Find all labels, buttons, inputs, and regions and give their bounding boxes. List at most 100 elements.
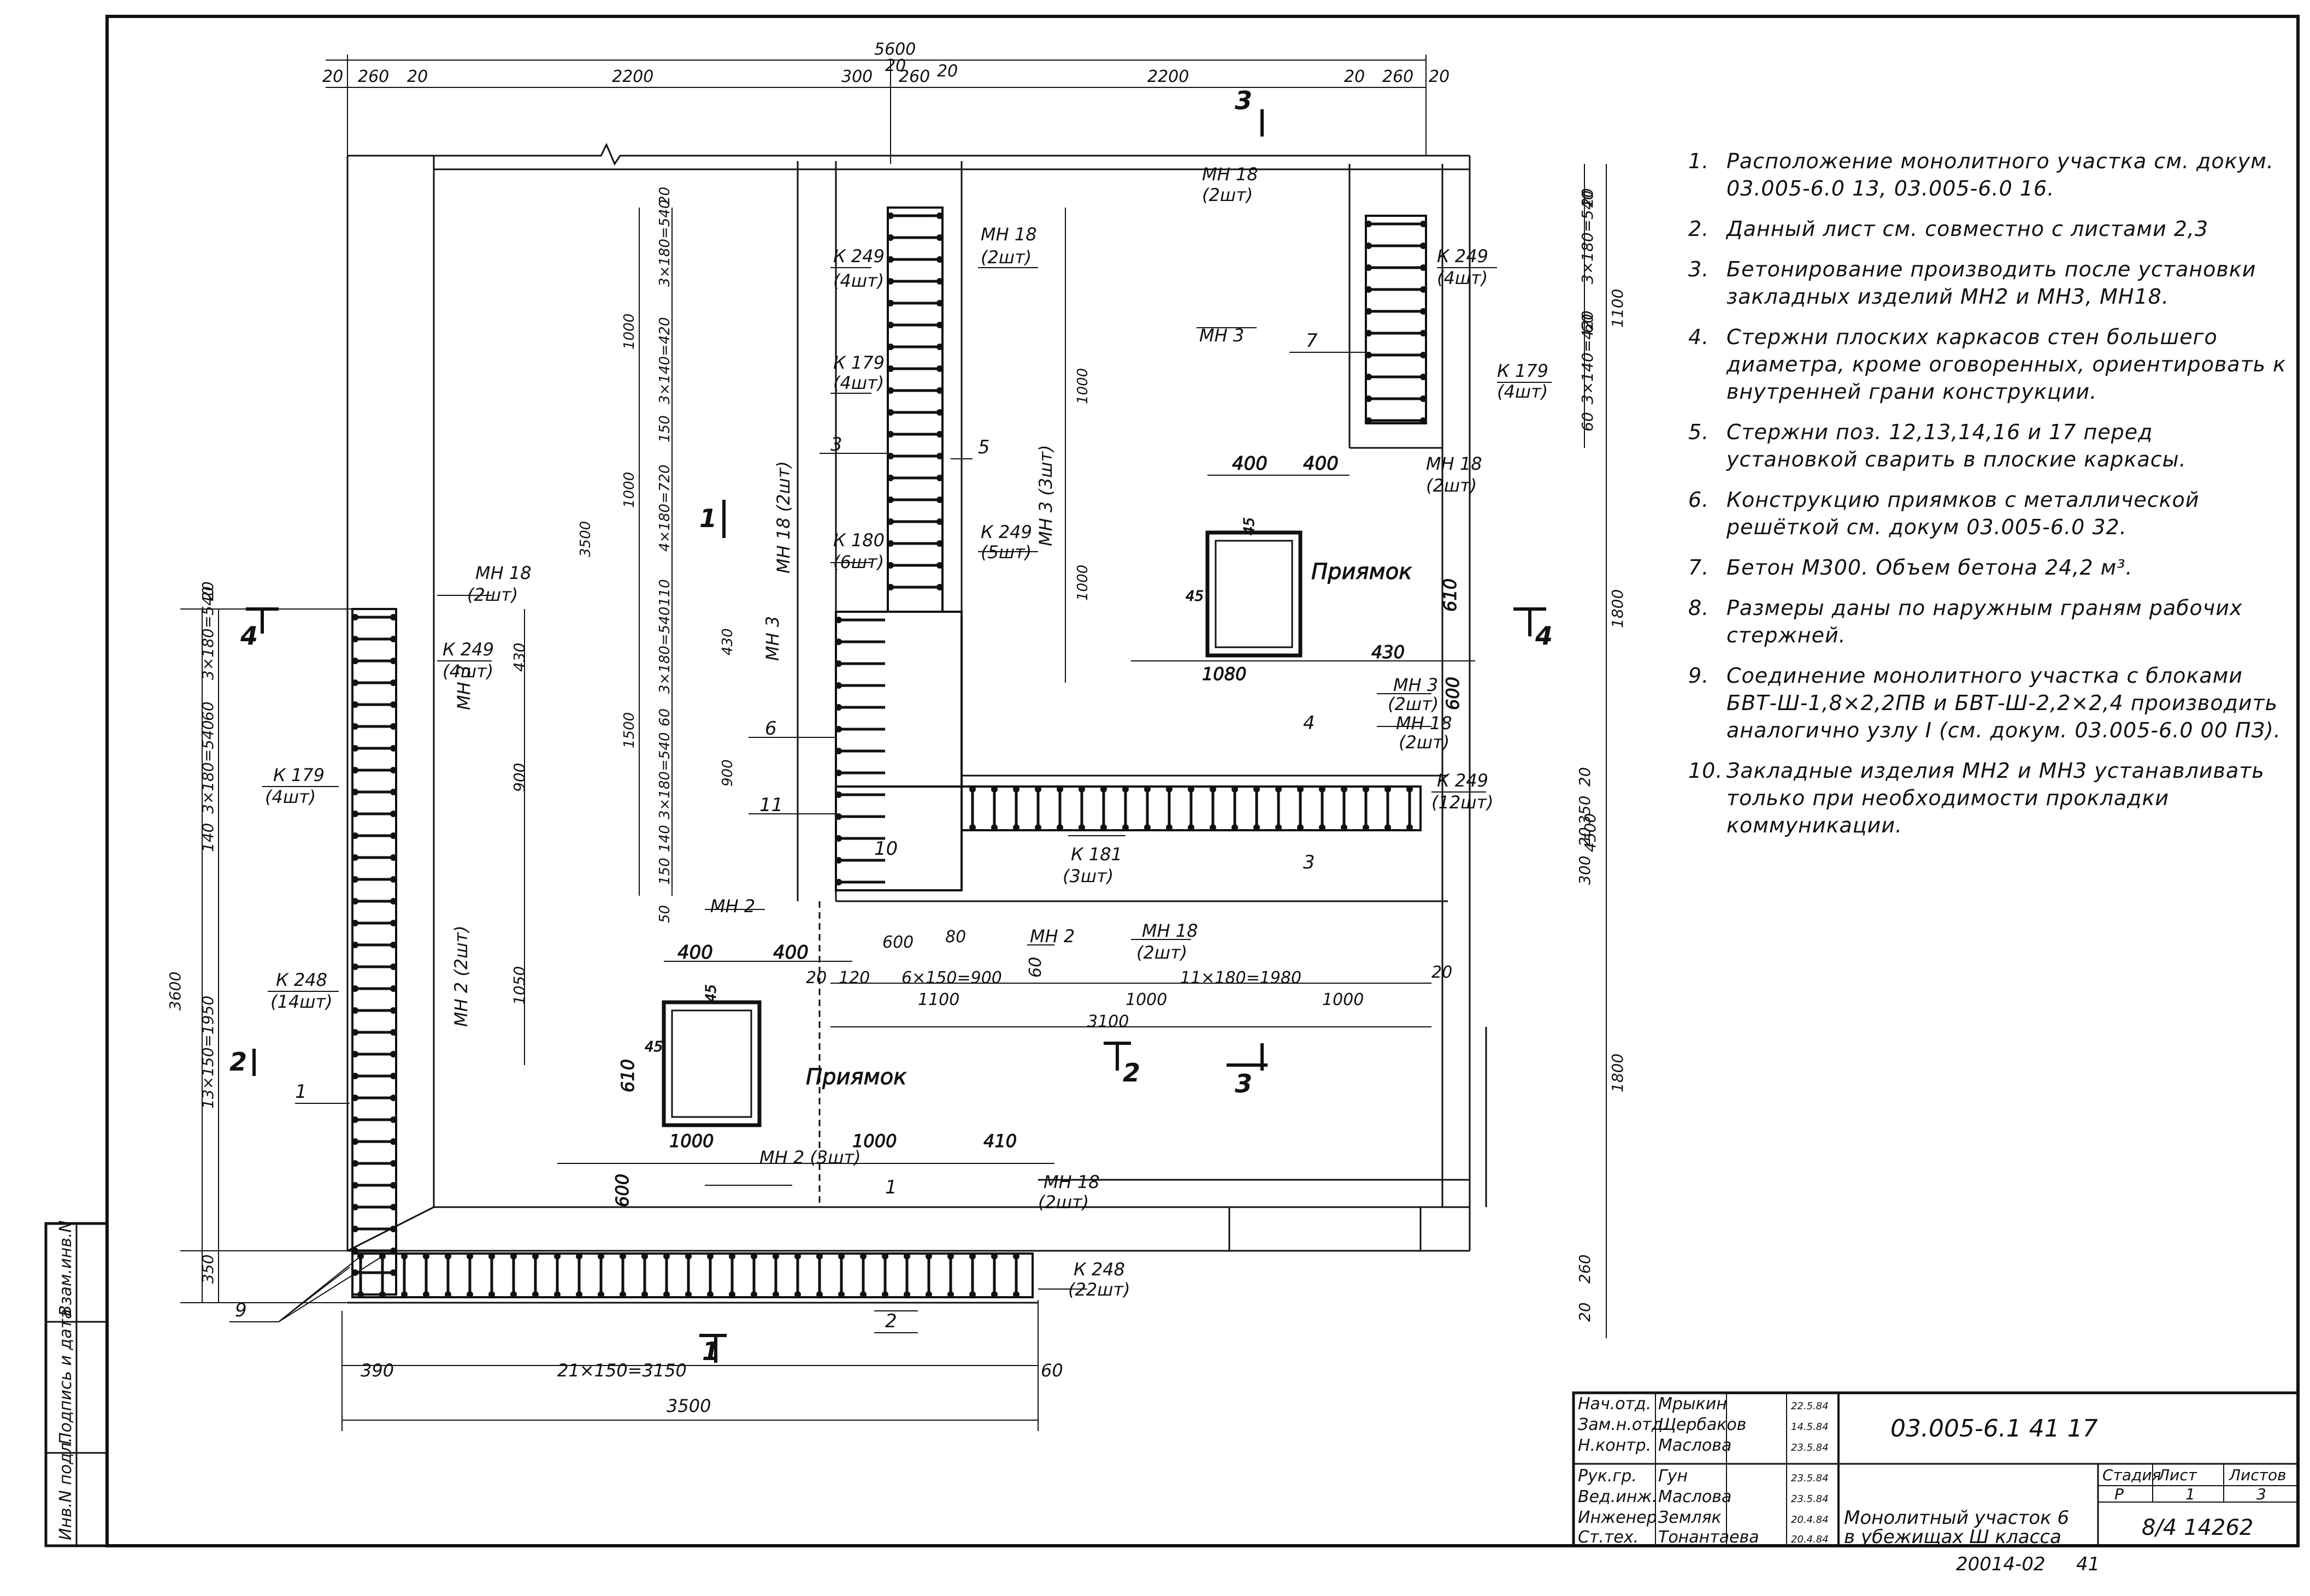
svg-text:140: 140: [657, 825, 673, 852]
rebar-bar: [729, 1253, 735, 1260]
rebar-bar: [1210, 786, 1216, 793]
svg-text:20: 20: [1578, 188, 1596, 208]
svg-text:150: 150: [657, 858, 673, 885]
svg-text:(4шт): (4шт): [833, 373, 884, 393]
rebar-bar: [390, 1182, 397, 1189]
rebar-bar: [1122, 824, 1129, 831]
note-text: Стержни плоских каркасов стен большего д…: [1726, 325, 2287, 404]
svg-text:400: 400: [1232, 453, 1268, 475]
title-block-text: Нач.отд. Мрыкин 22.5.84 Зам.н.отд. Щерба…: [1578, 1394, 2287, 1575]
rebar-bar: [835, 835, 842, 842]
rebar-bar: [390, 876, 397, 883]
rebar-bar: [926, 1253, 932, 1260]
svg-text:4500: 4500: [1581, 813, 1599, 852]
svg-text:2200: 2200: [612, 67, 653, 86]
svg-text:4: 4: [240, 621, 258, 651]
rebar-bar: [1122, 786, 1129, 793]
rebar-bar: [357, 1291, 364, 1298]
left-dims: 3600 13×150=1950 350 20 3×180=540 60 3×1…: [166, 581, 528, 1284]
rebar-bar: [390, 1095, 397, 1101]
svg-text:К 179: К 179: [273, 765, 325, 785]
svg-text:Лист: Лист: [2158, 1466, 2197, 1484]
svg-text:3500: 3500: [667, 1396, 711, 1416]
svg-text:К 179: К 179: [833, 352, 885, 373]
rebar-bar: [991, 1253, 998, 1260]
pit-lower: Приямок 400 400 610 45 45 1000 1000 410 …: [557, 942, 1054, 1208]
rebar-bar: [685, 1291, 692, 1298]
general-notes: 1.Расположение монолитного участка см. д…: [1688, 147, 2289, 852]
svg-text:Нач.отд.: Нач.отд.: [1578, 1394, 1651, 1414]
svg-text:20: 20: [937, 62, 958, 81]
rebar-bar: [969, 1291, 976, 1298]
svg-text:МН 18: МН 18: [1202, 164, 1258, 185]
note-number: 3.: [1688, 257, 1710, 281]
rebar-bar: [887, 278, 894, 285]
svg-text:1: 1: [699, 504, 717, 533]
rebar-bar: [445, 1291, 451, 1298]
rebar-bar: [554, 1291, 561, 1298]
rebar-bar: [390, 1269, 397, 1276]
rebar-bar: [390, 1007, 397, 1014]
rebar-bar: [729, 1291, 735, 1298]
rebar-bar: [1100, 786, 1107, 793]
svg-text:80: 80: [945, 927, 966, 947]
svg-text:4: 4: [1303, 712, 1315, 734]
org-code: 8/4 14262: [2142, 1515, 2253, 1540]
rebar-bar: [947, 1291, 954, 1298]
dimension-lines: [180, 55, 1607, 1431]
rebar-bar: [1188, 786, 1194, 793]
rebar-bar: [390, 614, 397, 620]
svg-text:(2шт): (2шт): [1399, 732, 1449, 753]
svg-text:600: 600: [612, 1174, 633, 1207]
rebar-bar: [352, 1095, 358, 1101]
svg-text:МН 18: МН 18: [1426, 453, 1482, 474]
svg-text:150: 150: [657, 415, 673, 442]
svg-text:4: 4: [1535, 621, 1553, 651]
rebar-bar: [488, 1253, 495, 1260]
rebar-bar: [510, 1291, 517, 1298]
rebar-bar: [1297, 786, 1304, 793]
rebar-bar: [926, 1291, 932, 1298]
svg-text:(2шт): (2шт): [1038, 1192, 1089, 1213]
rebar-bar: [1406, 786, 1413, 793]
top-dims: 5600 20 260 20 2200 300 20 260 20 2200 2…: [322, 40, 1449, 86]
svg-text:(4шт): (4шт): [1497, 381, 1548, 402]
svg-text:Р: Р: [2114, 1485, 2124, 1503]
svg-text:(2шт): (2шт): [1388, 694, 1439, 714]
rebar-bar: [936, 256, 943, 263]
rebar-bar: [352, 898, 358, 905]
rebar-bar: [1253, 824, 1260, 831]
svg-text:14.5.84: 14.5.84: [1791, 1421, 1829, 1433]
rebar-bar: [887, 256, 894, 263]
rebar-bar: [390, 898, 397, 905]
rebar-bar: [352, 963, 358, 970]
note-number: 9.: [1688, 664, 1710, 688]
rebar-bar: [1420, 395, 1427, 402]
rebar-bar: [887, 409, 894, 416]
svg-text:МН 18: МН 18: [1044, 1172, 1100, 1192]
rebar-bar: [1035, 786, 1041, 793]
svg-text:45: 45: [1241, 517, 1258, 535]
rebar-bar: [936, 300, 943, 306]
svg-text:(2шт): (2шт): [1426, 475, 1477, 496]
svg-text:20: 20: [1576, 1302, 1594, 1322]
rebar-bar: [1384, 824, 1391, 831]
rebar-bar: [835, 791, 842, 798]
rebar-bar: [887, 212, 894, 219]
rebar-bar: [936, 562, 943, 569]
svg-text:МН 2 (2шт): МН 2 (2шт): [451, 925, 472, 1027]
stamp-inv-label: Инв.N подл.: [56, 1437, 75, 1540]
rebar-bar: [401, 1291, 408, 1298]
svg-text:Листов: Листов: [2229, 1466, 2287, 1484]
rebar-bar: [991, 786, 998, 793]
svg-text:К 180: К 180: [833, 530, 885, 551]
rebar-bar: [835, 639, 842, 645]
svg-text:20: 20: [407, 67, 428, 86]
svg-text:К 179: К 179: [1497, 360, 1548, 381]
svg-text:390: 390: [361, 1360, 394, 1381]
svg-text:3×140=420: 3×140=420: [1578, 310, 1596, 404]
rebar-bar: [390, 920, 397, 926]
svg-text:900: 900: [720, 759, 736, 787]
svg-text:МН 18: МН 18: [1142, 920, 1198, 941]
svg-text:45: 45: [1186, 588, 1204, 605]
